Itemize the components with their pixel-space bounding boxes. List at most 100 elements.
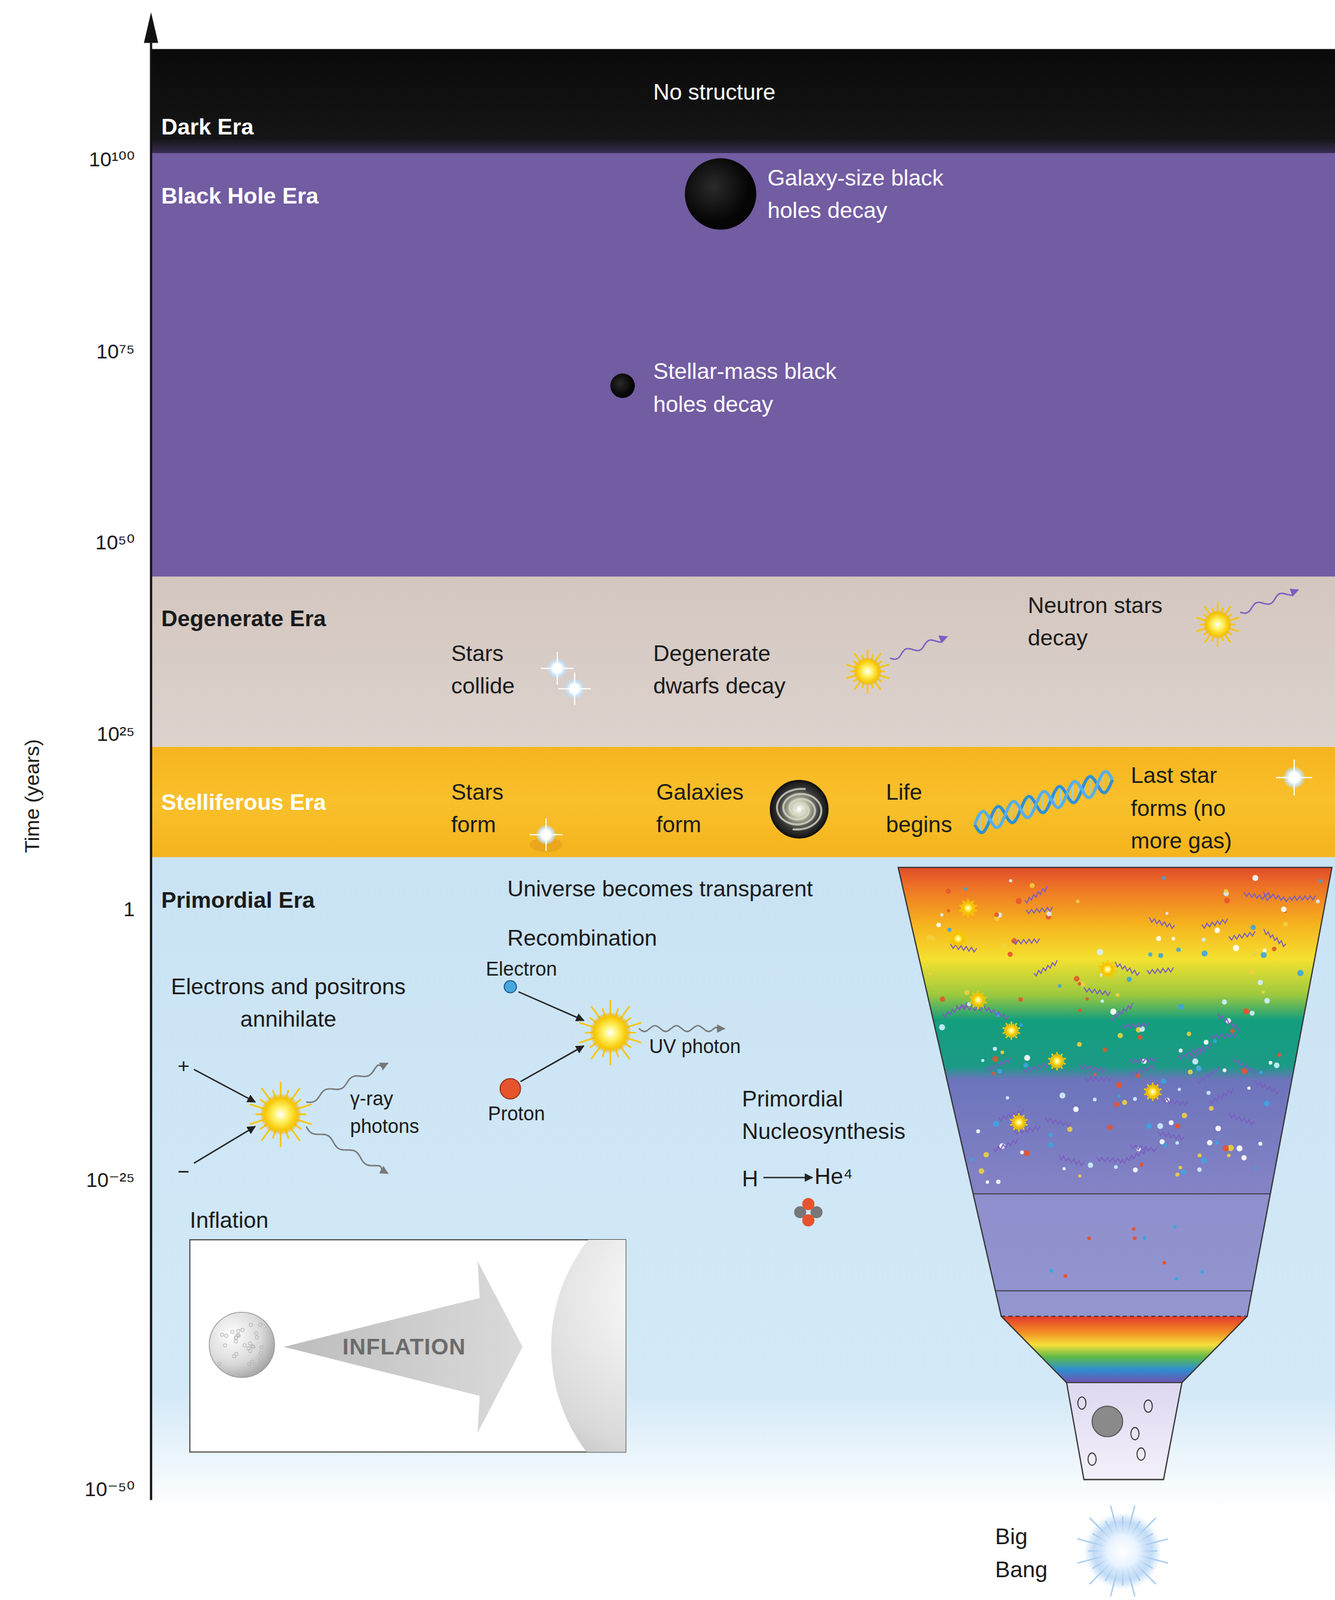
photon-streak — [1210, 1032, 1238, 1039]
photon-streak — [1058, 1154, 1084, 1166]
particle-arrow — [520, 1046, 584, 1082]
galaxy-black-hole — [684, 157, 757, 230]
ball-dimple — [247, 1362, 251, 1366]
era-band: Stelliferous EraStars formGalaxies formL… — [151, 747, 1335, 859]
particle — [1248, 969, 1255, 976]
particle — [1100, 999, 1105, 1004]
particle — [1162, 1143, 1167, 1148]
photon-streak — [1110, 1002, 1133, 1021]
particle — [1181, 1113, 1188, 1119]
drawing — [189, 157, 1335, 1597]
particle — [1175, 1172, 1180, 1178]
particle — [1138, 1035, 1143, 1041]
particle — [1207, 1140, 1213, 1146]
star-ray — [545, 818, 547, 851]
ball-dimple — [251, 1345, 255, 1349]
particle — [1318, 879, 1323, 883]
particle — [992, 1071, 996, 1075]
particle — [1121, 1100, 1127, 1105]
particle — [1208, 1106, 1214, 1111]
particle — [1132, 1236, 1137, 1241]
particle — [1252, 875, 1259, 882]
event-label: Primordial Nucleosynthesis — [742, 1082, 952, 1148]
particle — [1236, 1145, 1243, 1152]
particle — [1018, 997, 1023, 1002]
particle — [939, 996, 946, 1003]
star-burst — [846, 649, 889, 695]
particle — [1142, 1236, 1147, 1241]
ball-dimple — [259, 1357, 263, 1361]
axis-tick-label: 10²⁵ — [40, 719, 135, 749]
bubble — [1144, 1400, 1153, 1413]
particle — [1230, 1028, 1235, 1033]
particle — [945, 888, 952, 895]
particle — [978, 1168, 985, 1175]
photon-streak — [1178, 1045, 1203, 1060]
particle — [976, 1129, 981, 1134]
particle — [1023, 1150, 1030, 1157]
photon-streak — [1197, 1066, 1220, 1084]
era-band: Black Hole EraGalaxy-size black holes de… — [151, 153, 1335, 578]
photon-streak — [1217, 1013, 1241, 1030]
photon-streak — [1024, 886, 1047, 904]
particle — [1085, 997, 1089, 1001]
particle — [1195, 1065, 1202, 1072]
particle — [1257, 980, 1263, 986]
axis-tick-label: 10⁷⁵ — [40, 336, 135, 367]
ball-dimple — [224, 1334, 228, 1338]
particle — [1110, 1008, 1117, 1015]
star-core — [853, 657, 881, 686]
particle — [1273, 1062, 1280, 1069]
particle — [1063, 1274, 1068, 1278]
particle — [1271, 947, 1277, 952]
ball-dimple — [220, 1333, 224, 1337]
black-hole-era-band — [151, 153, 1335, 578]
particle — [1148, 952, 1153, 957]
particle — [1203, 1040, 1209, 1045]
particle — [1139, 1163, 1144, 1168]
sparkle-star — [541, 652, 574, 685]
photon-streak — [1161, 1098, 1188, 1107]
particle — [1086, 1236, 1091, 1241]
particle — [1223, 897, 1230, 904]
particle — [1000, 1050, 1005, 1055]
particle — [985, 1180, 990, 1185]
era-band: Degenerate EraStars collide Degenerate dw… — [151, 576, 1335, 749]
era-name: Degenerate Era — [161, 602, 327, 635]
particle — [1047, 1142, 1054, 1149]
big-bang-burst — [1077, 1506, 1169, 1597]
particle-arrow — [518, 992, 584, 1021]
ball-dimple — [255, 1336, 259, 1340]
particle — [1107, 1124, 1113, 1131]
photon-streak — [1210, 1088, 1234, 1104]
particle — [1092, 1097, 1097, 1102]
star-burst — [959, 899, 978, 918]
particle — [1076, 899, 1080, 904]
photon-streak — [1129, 1057, 1157, 1064]
event-label: Stars collide — [451, 637, 548, 703]
particle — [1114, 1101, 1120, 1108]
particle — [1015, 898, 1022, 905]
particle — [1178, 1166, 1182, 1170]
particle — [939, 1024, 946, 1031]
event-label: Degenerate dwarfs decay — [653, 637, 832, 703]
ball-dimple — [259, 1351, 263, 1355]
particle — [1171, 936, 1176, 941]
dna-strand — [974, 776, 1113, 833]
event-label: Big Bang — [995, 1520, 1059, 1586]
particle — [1008, 879, 1013, 883]
photon-wave — [638, 1025, 725, 1032]
star-burst — [1144, 1082, 1162, 1102]
particle — [1073, 1106, 1079, 1113]
particle — [1115, 993, 1120, 997]
photon-streak — [1096, 1157, 1124, 1163]
electron — [504, 980, 517, 993]
photon-streak — [1122, 1022, 1149, 1029]
photon-streak — [942, 1002, 967, 1018]
inflation-art — [208, 1240, 626, 1453]
particle — [1117, 1032, 1124, 1039]
particle — [1102, 1047, 1107, 1053]
particle — [969, 1157, 974, 1162]
particle — [940, 913, 945, 918]
proton — [500, 1078, 521, 1099]
